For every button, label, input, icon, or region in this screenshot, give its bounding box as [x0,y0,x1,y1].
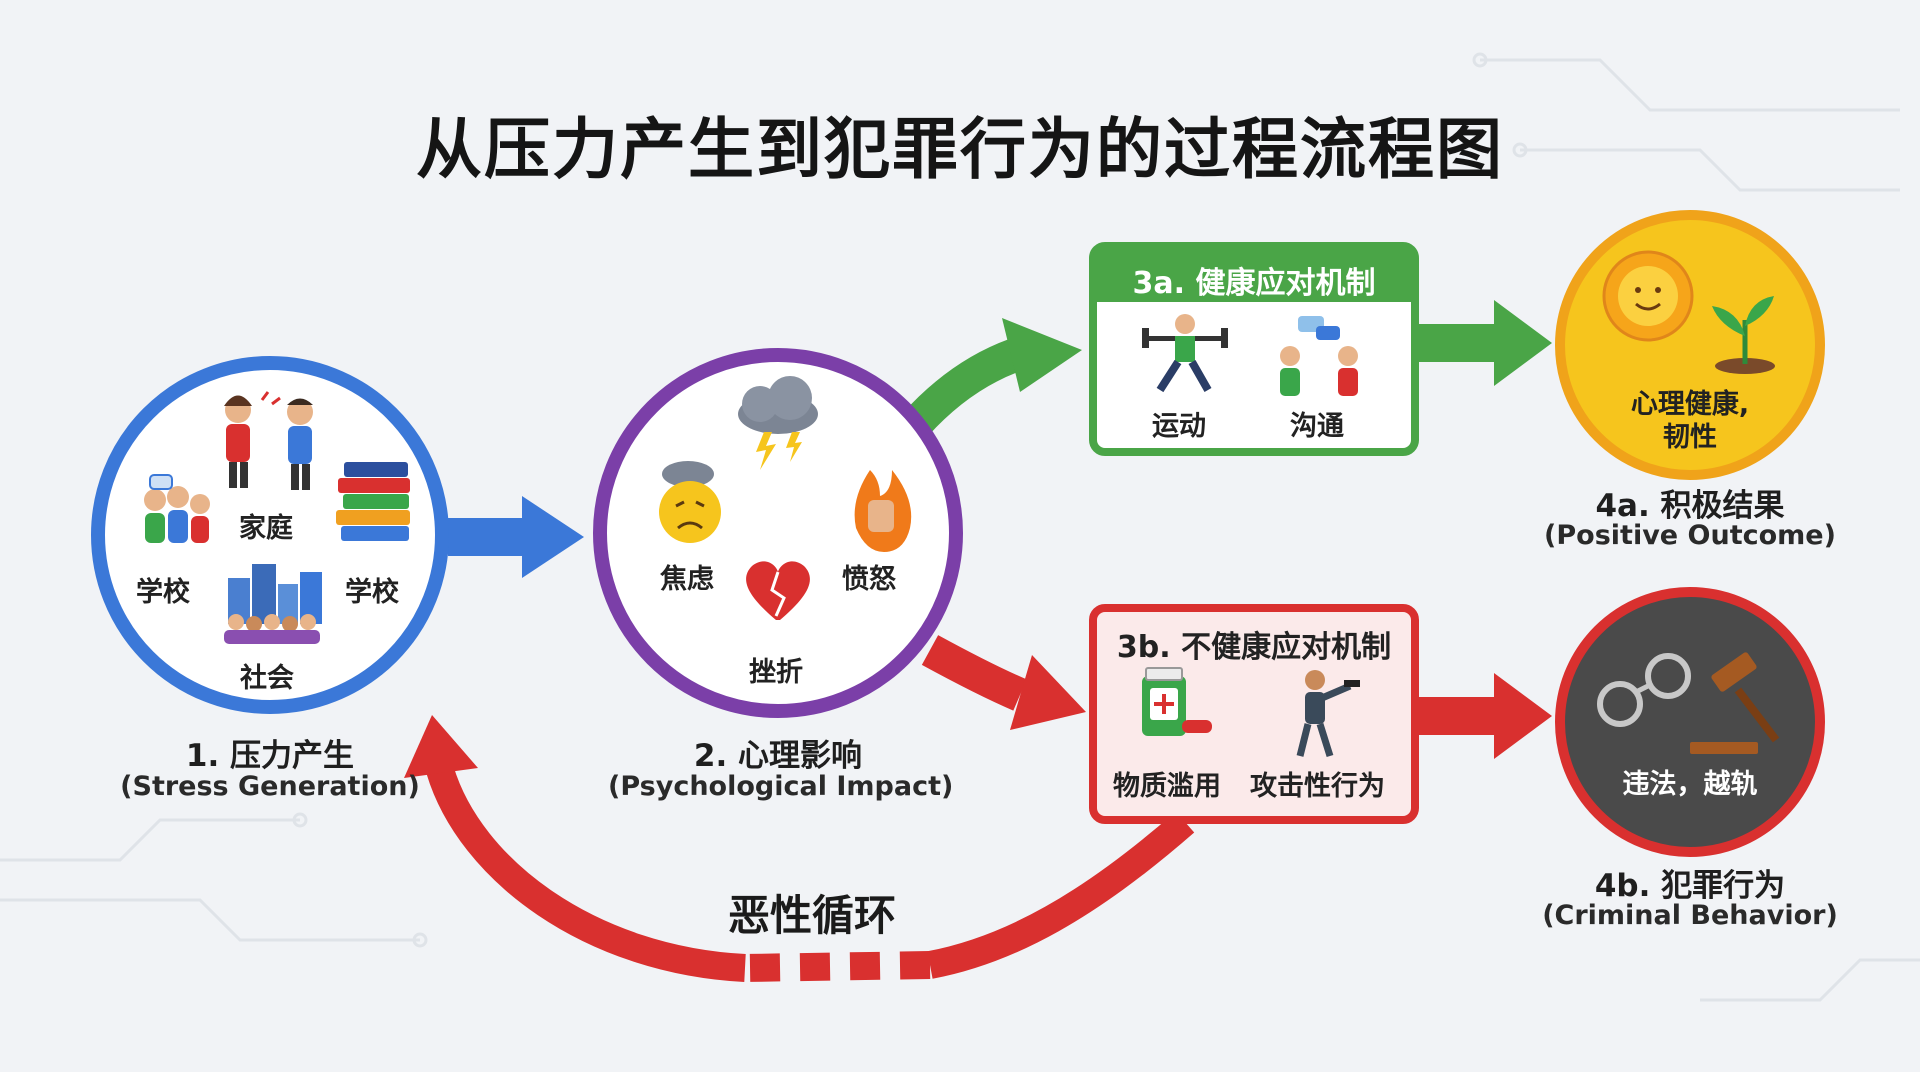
stage2-subtitle: (Psychological Impact) [608,771,954,802]
stage3b-item-aggressive-behavior: 攻击性行为 [1250,771,1385,802]
stage1-item-school-left: 学校 [136,577,190,608]
stage3a-box [1089,242,1419,456]
arrow-unhealthy-to-criminal [1415,673,1552,759]
stage3a-item-exercise: 运动 [1152,411,1206,442]
stage4b-subtitle: (Criminal Behavior) [1542,900,1838,931]
broken-heart-icon [746,561,810,620]
stage1-subtitle: (Stress Generation) [120,771,420,802]
stage1-circle [91,356,449,714]
stage3b-title: 3b. 不健康应对机制 [1116,630,1392,665]
page-title: 从压力产生到犯罪行为的过程流程图 [416,111,1504,188]
stage2-circle [593,348,963,718]
stage4b-inner-text: 违法，越轨 [1622,769,1758,800]
arguing-couple-icon [224,391,313,490]
stage4a-subtitle: (Positive Outcome) [1544,520,1836,551]
stage4a-inner-line2: 韧性 [1663,422,1717,453]
stage3a-title: 3a. 健康应对机制 [1132,266,1376,301]
medicine-bottle-icon [1142,667,1212,736]
communication-icon [1280,316,1358,396]
stage1-item-family: 家庭 [239,513,293,544]
stage4b-circle [1555,587,1825,857]
background-circuit-lines [0,52,1920,1002]
stage2-item-frustration: 挫折 [749,657,803,688]
stage3b-item-substance-abuse: 物质滥用 [1113,771,1221,802]
handcuffs-icon [1597,653,1691,727]
arrow-stress-to-impact [448,496,584,578]
exercise-icon [1142,314,1228,393]
gavel-icon [1690,652,1780,754]
books-icon [336,462,410,541]
arrow-impact-to-healthy [902,318,1082,437]
angry-fist-fire-icon [854,470,912,552]
stage1-name: 1. 压力产生 [185,738,355,774]
sprout-icon [1712,296,1775,374]
arrow-vicious-cycle [404,715,1195,982]
arrow-healthy-to-positive [1415,300,1552,386]
stage2-name: 2. 心理影响 [693,738,863,774]
stage4a-circle [1555,210,1825,480]
anxious-face-icon [659,461,721,543]
smiling-sun-icon [1602,250,1694,342]
stage3a-item-communication: 沟通 [1290,411,1344,442]
stage1-item-society: 社会 [240,663,294,694]
family-icon [144,474,210,543]
stage4a-inner-line1: 心理健康, [1630,389,1750,420]
stage2-item-anxiety: 焦虑 [660,564,714,595]
stage4b-name: 4b. 犯罪行为 [1594,868,1786,904]
city-crowd-icon [224,564,322,644]
arrow-impact-to-unhealthy [921,635,1086,730]
aggressive-person-icon [1296,670,1360,758]
storm-cloud-icon [738,376,818,470]
stage3b-box [1089,604,1419,824]
stage1-item-school-right: 学校 [345,577,399,608]
vicious-cycle-label: 恶性循环 [728,891,897,940]
stage2-item-anger: 愤怒 [842,564,896,595]
stage4a-name: 4a. 积极结果 [1595,488,1785,524]
